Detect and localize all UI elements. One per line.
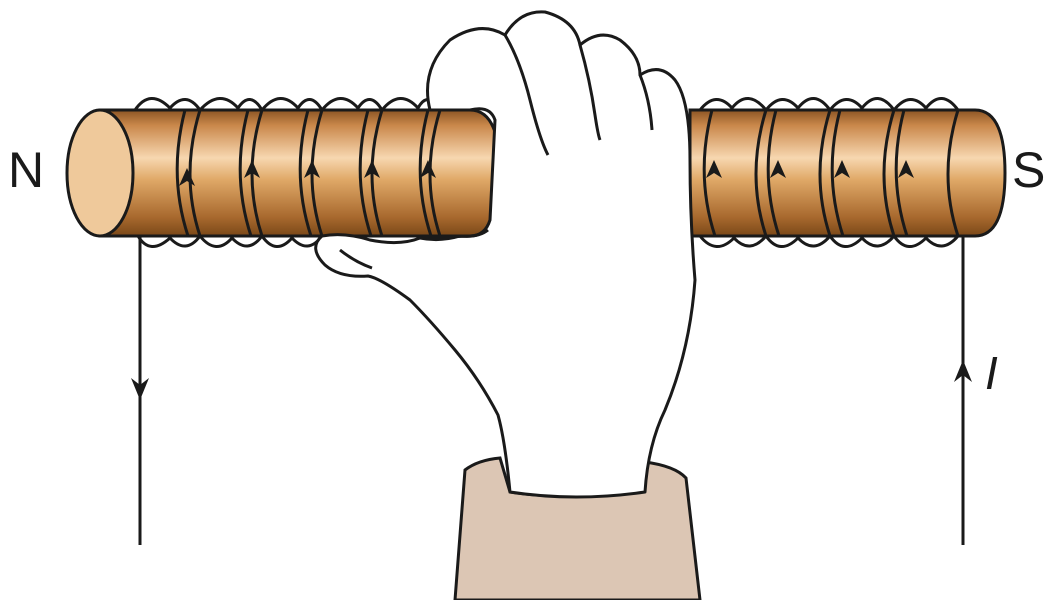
- current-label: I: [985, 350, 998, 396]
- rod-end-face: [67, 110, 133, 236]
- north-pole-label: N: [8, 145, 44, 195]
- south-pole-label: S: [1012, 145, 1045, 195]
- right-hand-grip-icon: [316, 12, 695, 497]
